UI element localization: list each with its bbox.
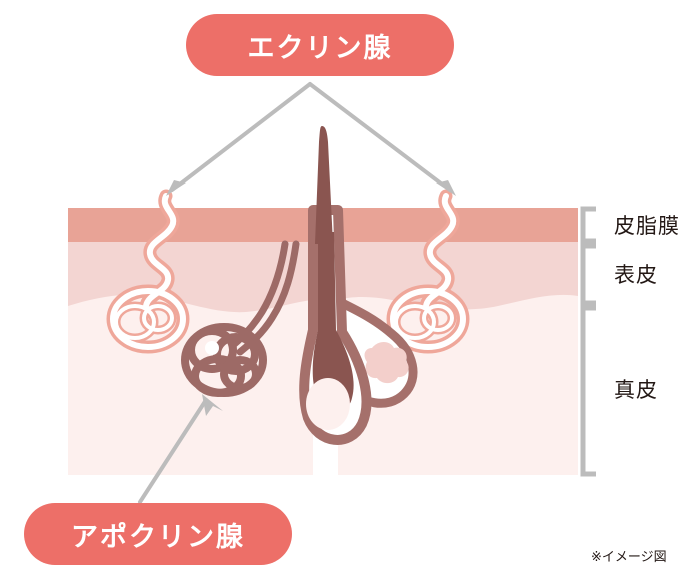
sebum-layer-left [68,208,313,242]
callout-arrows [138,82,452,504]
eccrine-coil-inner-lumen-right [422,304,454,332]
bracket-dermis [580,305,596,477]
eccrine-gland-right [386,189,470,354]
dermal-papilla [306,378,350,430]
apocrine-lumen-dot [205,341,219,355]
hair-bulb [312,232,354,413]
layer-label-sebum: 皮脂膜 [614,215,680,238]
eccrine-duct-lumen-right [423,193,457,309]
callout-label-apocrine[interactable]: アポクリン腺 [24,503,292,565]
hair-follicle [299,126,372,445]
layer-label-epidermis: 表皮 [614,264,658,287]
layer-label-dermis: 真皮 [614,379,658,402]
callout-arrowheads [166,168,456,416]
apocrine-coil-a [187,327,237,373]
arrowhead-apocrine [202,394,223,416]
layer-brackets [580,206,596,477]
sebum-secretion-blob [364,342,409,384]
hair-shaft [315,126,333,244]
eccrine-duct-lumen-left [143,193,177,309]
eccrine-coil-outer-lumen-right [390,288,466,350]
apocrine-coil-c [191,355,245,397]
eccrine-gland-left [106,189,190,354]
arrowhead-eccrine-right [436,168,456,196]
eccrine-coil-mid-lumen-left [114,304,156,340]
bracket-epidermis [580,243,596,306]
arrowhead-eccrine-left [166,168,186,196]
apocrine-gland [181,323,267,397]
skin-block-left [68,208,313,475]
callout-label-eccrine[interactable]: エクリン腺 [186,14,454,76]
eccrine-coil-mid-lumen-right [394,304,436,340]
apocrine-coil-d [220,356,260,392]
image-disclaimer-note: ※イメージ図 [591,549,667,564]
eccrine-coil-outer-lumen-left [110,288,186,350]
arrow-eccrine-right-line [308,82,452,192]
arrow-eccrine-left-line [170,82,312,192]
bracket-sebum [580,206,596,244]
eccrine-coil-inner-lumen-left [142,304,174,332]
arrow-apocrine-line [138,398,208,504]
